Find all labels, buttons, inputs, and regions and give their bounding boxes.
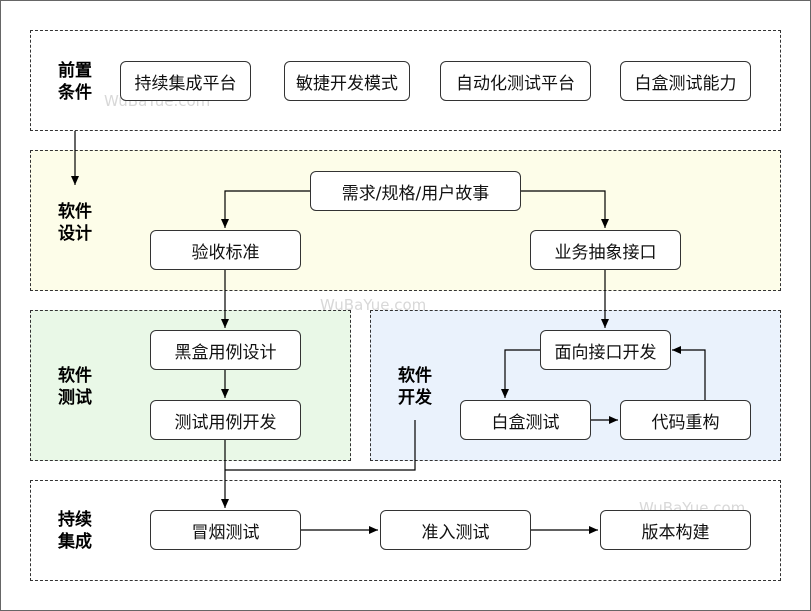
label-development: 软件 开发 [391, 365, 439, 409]
node-code-refactor: 代码重构 [620, 400, 751, 440]
node-whitebox-test: 白盒测试 [460, 400, 591, 440]
node-ci-platform: 持续集成平台 [120, 61, 251, 101]
label-integration-line1: 持续 [58, 510, 92, 530]
label-development-line1: 软件 [398, 366, 432, 386]
node-acceptance: 验收标准 [150, 230, 301, 270]
label-prerequisites: 前置 条件 [51, 60, 99, 104]
section-prerequisites [30, 30, 781, 131]
label-design: 软件 设计 [51, 201, 99, 245]
node-whitebox-ability: 白盒测试能力 [620, 61, 751, 101]
node-blackbox-design: 黑盒用例设计 [150, 330, 301, 370]
label-testing-line1: 软件 [58, 366, 92, 386]
label-integration-line2: 集成 [58, 532, 92, 552]
label-prerequisites-line1: 前置 [58, 61, 92, 81]
label-testing-line2: 测试 [58, 388, 92, 408]
node-version-build: 版本构建 [600, 510, 751, 550]
node-business-interface: 业务抽象接口 [530, 230, 681, 270]
label-design-line1: 软件 [58, 202, 92, 222]
node-smoke-test: 冒烟测试 [150, 510, 301, 550]
node-auto-test-platform: 自动化测试平台 [440, 61, 591, 101]
node-agile-mode: 敏捷开发模式 [284, 61, 410, 101]
label-prerequisites-line2: 条件 [58, 83, 92, 103]
label-integration: 持续 集成 [51, 509, 99, 553]
watermark-2: WuBaYue.com [320, 296, 427, 314]
node-requirements: 需求/规格/用户故事 [310, 171, 521, 211]
node-admission-test: 准入测试 [380, 510, 531, 550]
node-interface-dev: 面向接口开发 [540, 330, 671, 370]
section-integration [30, 480, 781, 581]
label-testing: 软件 测试 [51, 365, 99, 409]
node-test-case-dev: 测试用例开发 [150, 400, 301, 440]
label-development-line2: 开发 [398, 388, 432, 408]
label-design-line2: 设计 [58, 224, 92, 244]
